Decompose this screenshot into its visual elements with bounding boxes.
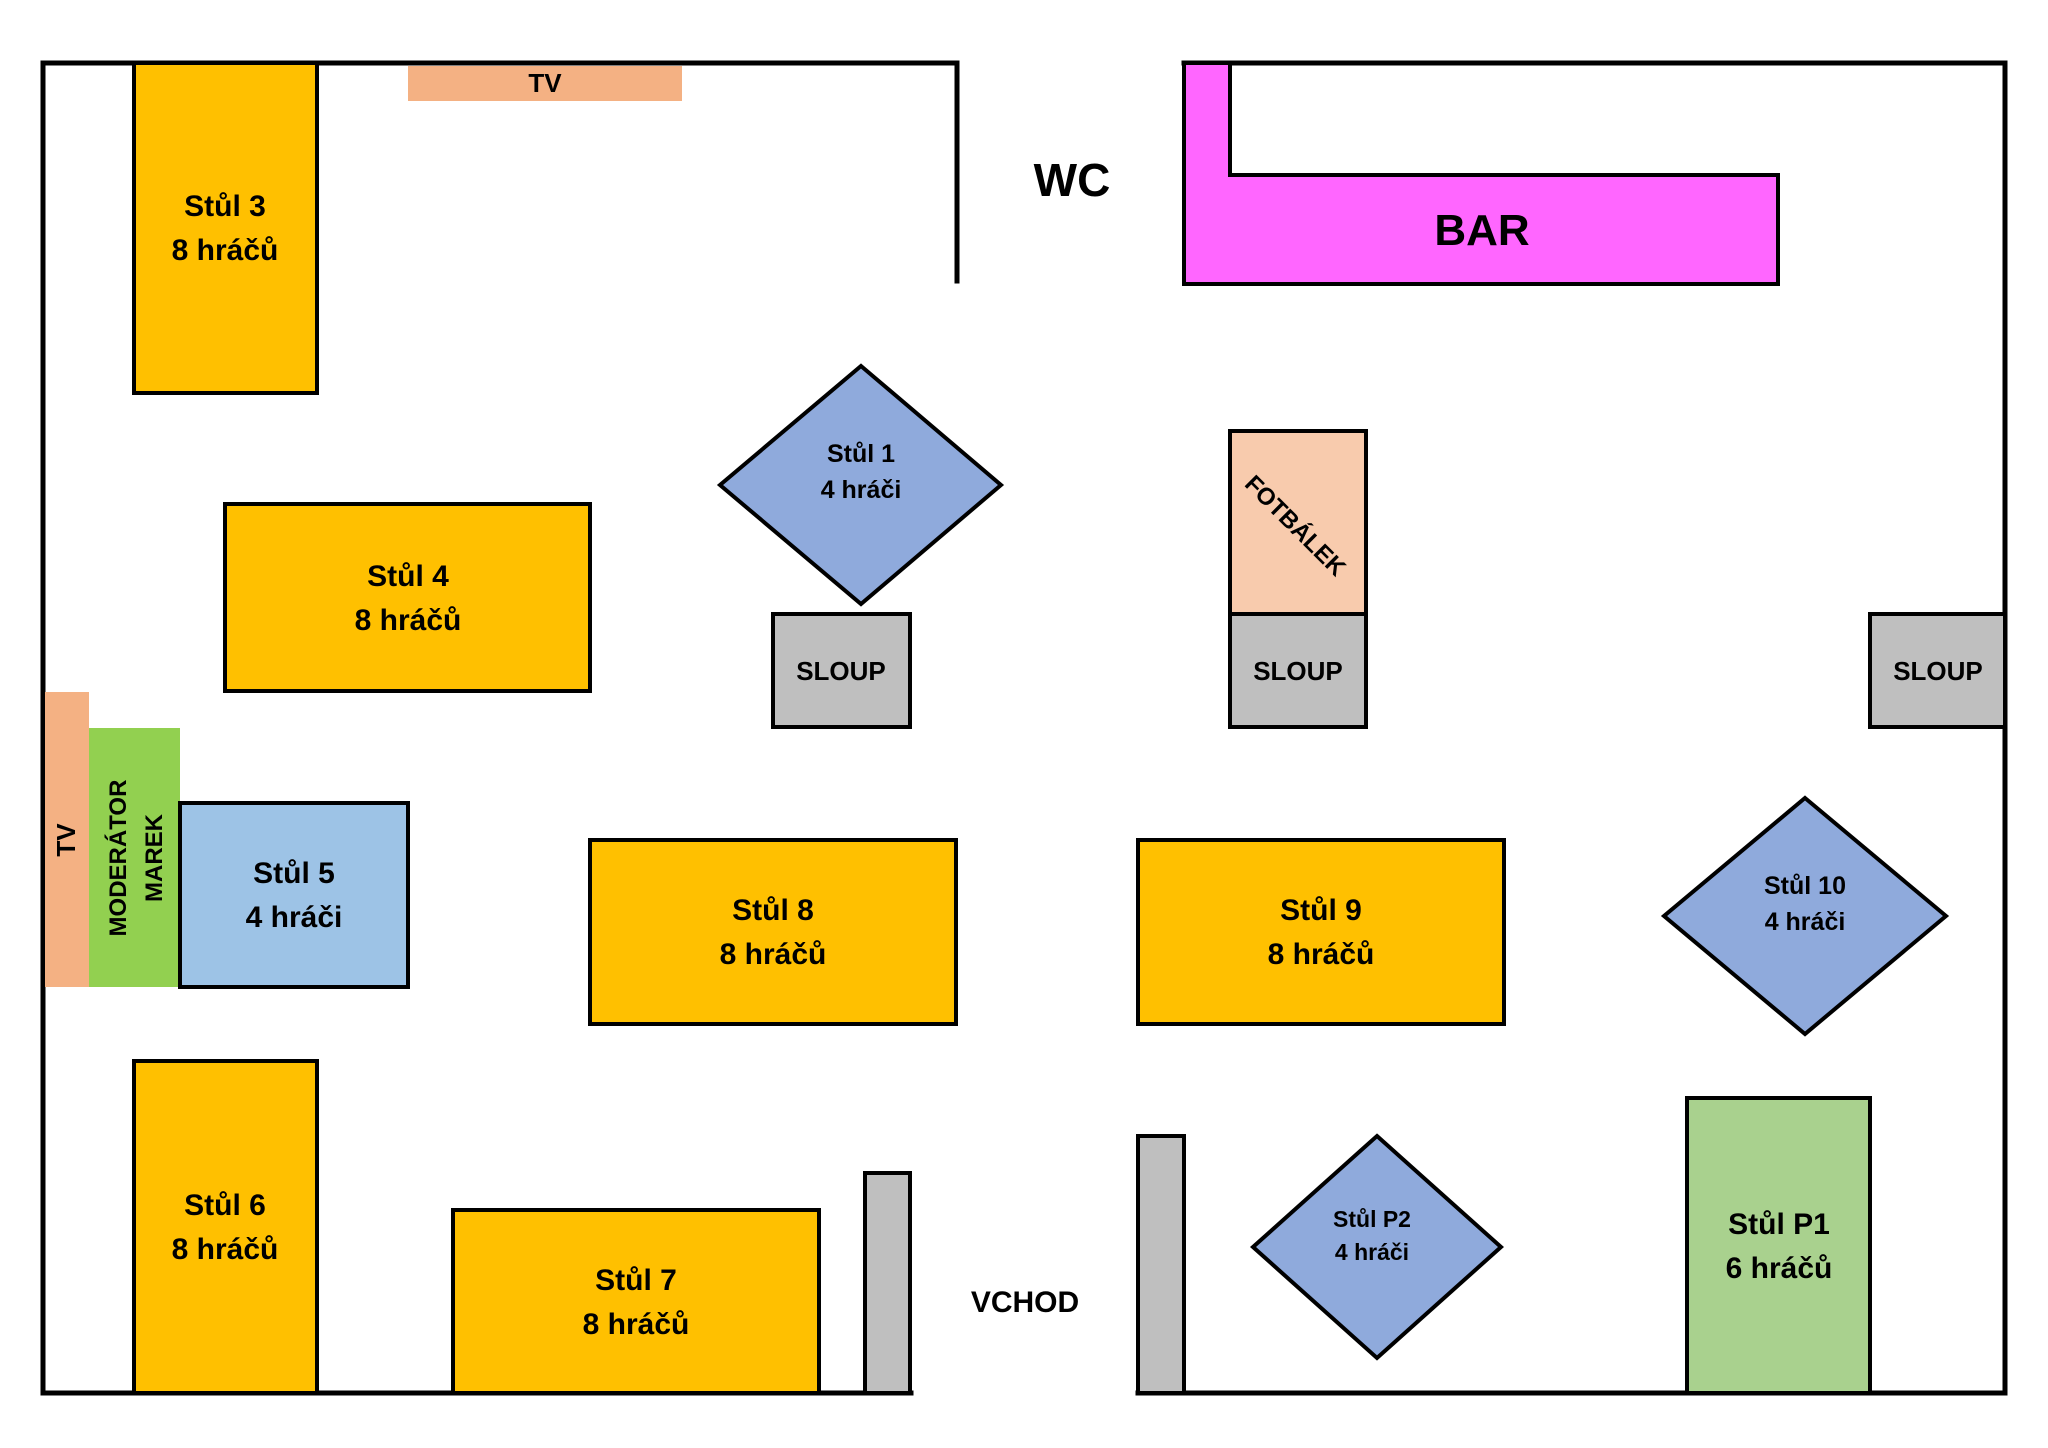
table-stul-5-name: Stůl 5 <box>253 857 335 890</box>
vchod-label: VCHOD <box>971 1286 1079 1319</box>
sloup-3-shape <box>1868 612 2007 729</box>
sloup-3-label: SLOUP <box>1893 656 1983 686</box>
fotbalek: FOTBÁLEK <box>1228 429 1368 616</box>
table-stul-6-shape <box>132 1059 319 1395</box>
table-stul-1: Stůl 1 4 hráči <box>716 363 1005 607</box>
bar-shape <box>1182 61 1780 286</box>
table-stul-9: Stůl 9 8 hráčů <box>1136 838 1506 1026</box>
entrance-pillar-left <box>863 1171 912 1395</box>
table-stul-3-name: Stůl 3 <box>184 190 266 223</box>
tv-left-label: TV <box>51 823 81 857</box>
table-stul-p1: Stůl P1 6 hráčů <box>1685 1096 1872 1395</box>
moderator-label-line1: MODERÁTOR <box>104 780 132 937</box>
table-stul-8-players: 8 hráčů <box>720 938 827 971</box>
tv-left: TV <box>45 692 89 987</box>
table-stul-7-name: Stůl 7 <box>595 1264 677 1297</box>
table-stul-4-name: Stůl 4 <box>367 560 449 593</box>
table-stul-5: Stůl 5 4 hráči <box>178 801 410 989</box>
fotbalek-shape <box>1228 429 1368 616</box>
table-stul-6-name: Stůl 6 <box>184 1189 266 1222</box>
table-stul-7: Stůl 7 8 hráčů <box>451 1208 821 1395</box>
table-stul-3: Stůl 3 8 hráčů <box>132 61 319 395</box>
table-stul-9-players: 8 hráčů <box>1268 938 1375 971</box>
moderator-shape <box>89 728 180 987</box>
sloup-1-label: SLOUP <box>796 656 886 686</box>
table-stul-6-players: 8 hráčů <box>172 1233 279 1266</box>
table-stul-4-shape <box>223 502 592 693</box>
sloup-2-label: SLOUP <box>1253 656 1343 686</box>
table-stul-4: Stůl 4 8 hráčů <box>223 502 592 693</box>
table-stul-10-players: 4 hráči <box>1765 908 1846 936</box>
table-stul-p1-players: 6 hráčů <box>1726 1252 1833 1285</box>
table-stul-10: Stůl 10 4 hráči <box>1660 795 1950 1037</box>
table-stul-9-shape <box>1136 838 1506 1026</box>
sloup-1: SLOUP <box>771 612 912 729</box>
table-stul-1-name: Stůl 1 <box>827 440 895 468</box>
table-stul-p1-shape <box>1685 1096 1872 1395</box>
table-stul-p1-name: Stůl P1 <box>1728 1208 1830 1241</box>
table-stul-3-players: 8 hráčů <box>172 234 279 267</box>
table-stul-p2-shape <box>1250 1133 1504 1361</box>
table-stul-10-shape <box>1660 795 1950 1037</box>
table-stul-7-shape <box>451 1208 821 1395</box>
wc-label: WC <box>1034 154 1111 206</box>
table-stul-8-name: Stůl 8 <box>732 894 814 927</box>
table-stul-8-shape <box>588 838 958 1026</box>
table-stul-10-name: Stůl 10 <box>1764 872 1846 900</box>
table-stul-6: Stůl 6 8 hráčů <box>132 1059 319 1395</box>
moderator-label-line2: MAREK <box>141 813 168 902</box>
table-stul-1-shape <box>716 363 1005 607</box>
table-stul-p2-players: 4 hráči <box>1335 1239 1409 1265</box>
tv-top-label: TV <box>528 68 562 98</box>
table-stul-9-name: Stůl 9 <box>1280 894 1362 927</box>
table-stul-8: Stůl 8 8 hráčů <box>588 838 958 1026</box>
moderator: MODERÁTOR MAREK <box>89 728 180 987</box>
tv-left-shape <box>45 692 89 987</box>
table-stul-1-players: 4 hráči <box>821 476 902 504</box>
table-stul-3-shape <box>132 61 319 395</box>
wall-left-section <box>40 60 960 1396</box>
table-stul-p2-name: Stůl P2 <box>1333 1206 1411 1232</box>
table-stul-5-players: 4 hráči <box>246 901 343 934</box>
tv-top: TV <box>408 66 682 101</box>
sloup-2-shape <box>1228 612 1368 729</box>
tv-top-shape <box>408 66 682 101</box>
sloup-3: SLOUP <box>1868 612 2007 729</box>
table-stul-p2: Stůl P2 4 hráči <box>1250 1133 1504 1361</box>
sloup-2: SLOUP <box>1228 612 1368 729</box>
table-stul-4-players: 8 hráčů <box>355 604 462 637</box>
entrance-pillar-right <box>1136 1134 1186 1395</box>
table-stul-5-shape <box>178 801 410 989</box>
sloup-1-shape <box>771 612 912 729</box>
bar: BAR <box>1182 61 1780 286</box>
bar-label: BAR <box>1434 206 1529 255</box>
table-stul-7-players: 8 hráčů <box>583 1308 690 1341</box>
